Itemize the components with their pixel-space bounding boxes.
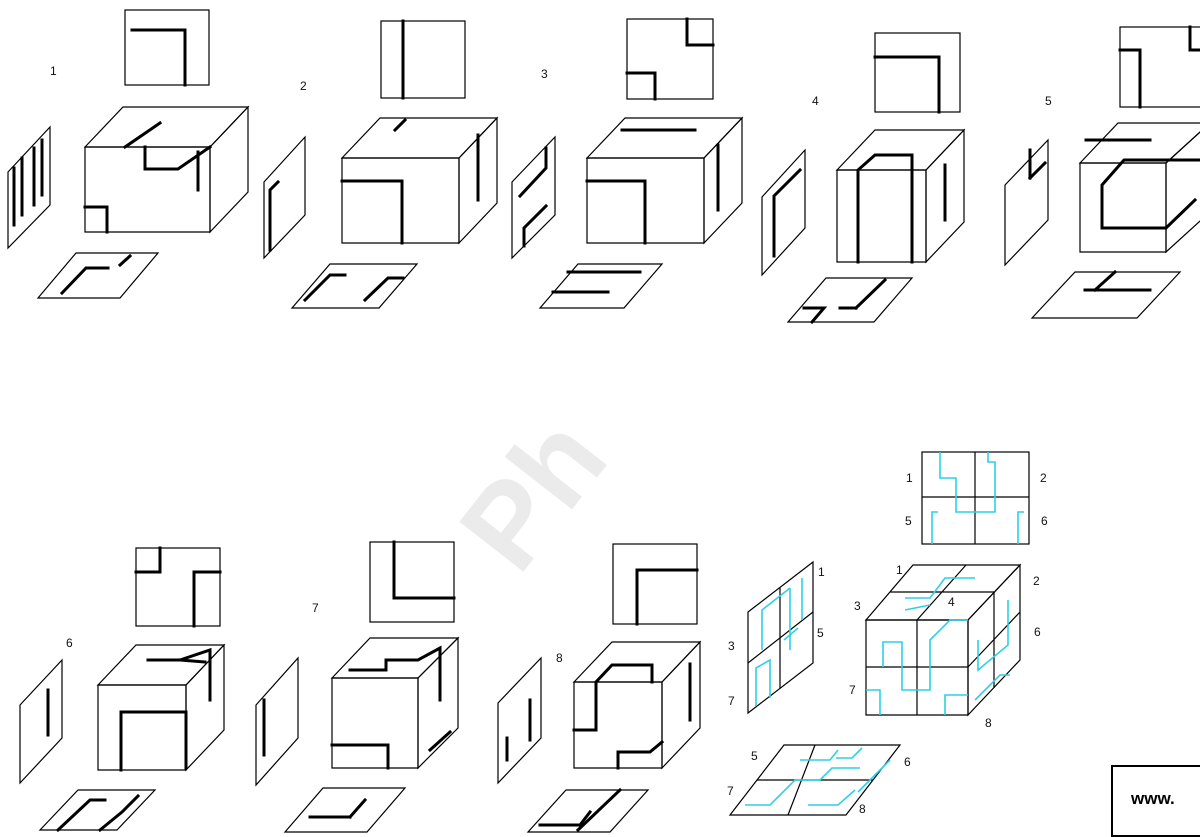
piece-2-bottom-view	[292, 264, 417, 308]
piece-5-top-path-a	[1120, 50, 1140, 107]
piece-5-label: 5	[1045, 94, 1052, 108]
piece-2-cube	[342, 118, 497, 243]
piece-3: 3	[512, 19, 742, 308]
piece-7: 7	[256, 542, 458, 832]
piece-4-bottom-view	[788, 278, 912, 322]
piece-8: 8	[498, 544, 700, 832]
top-label-5: 5	[905, 514, 912, 528]
piece-6-top-path-a	[136, 548, 160, 572]
side-label-7: 7	[728, 694, 735, 708]
top-label-1: 1	[906, 471, 913, 485]
bottom-label-8: 8	[859, 802, 866, 816]
piece-4: 4	[762, 33, 964, 322]
cube-label-4: 4	[948, 595, 955, 609]
piece-4-top-view	[875, 33, 960, 112]
bottom-label-6: 6	[904, 755, 911, 769]
piece-3-top-path-a	[687, 19, 713, 45]
cube-label-2: 2	[1033, 574, 1040, 588]
piece-4-top-path	[875, 57, 939, 112]
cube-label-1: 1	[896, 563, 903, 577]
piece-8-cube	[574, 642, 700, 768]
piece-5-side-view	[1005, 140, 1048, 265]
cube-label-6: 6	[1034, 625, 1041, 639]
website-url-box: www.	[1111, 765, 1200, 837]
piece-1-label: 1	[50, 64, 57, 78]
cube-label-8: 8	[985, 716, 992, 730]
piece-7-bottom-view	[285, 788, 405, 832]
piece-3-cube	[587, 118, 742, 243]
piece-8-bottom-view	[528, 790, 648, 832]
cube-label-3: 3	[854, 599, 861, 613]
top-label-2: 2	[1040, 471, 1047, 485]
piece-2-top-view	[381, 21, 465, 98]
piece-5: 5	[1005, 27, 1200, 318]
piece-5-bottom-view	[1032, 272, 1180, 318]
piece-4-label: 4	[812, 94, 819, 108]
side-label-5: 5	[817, 626, 824, 640]
piece-6-cube	[98, 645, 224, 770]
piece-1-top-view	[125, 10, 209, 85]
piece-8-top-view	[613, 544, 697, 624]
piece-3-top-view	[627, 19, 713, 99]
piece-3-bottom-view	[540, 264, 662, 308]
piece-1: 1	[8, 10, 248, 298]
piece-5-top-view	[1120, 27, 1200, 107]
piece-1-top-path	[132, 30, 185, 85]
piece-4-cube	[837, 130, 964, 262]
piece-1-side-view	[8, 127, 50, 248]
piece-7-label: 7	[312, 601, 319, 615]
piece-8-label: 8	[556, 651, 563, 665]
piece-7-cube	[332, 638, 458, 768]
assembled-cube: 1 2 3 4 6 7 8	[849, 563, 1041, 730]
piece-3-label: 3	[541, 67, 548, 81]
piece-3-side-view	[512, 137, 555, 258]
side-label-1: 1	[818, 565, 825, 579]
piece-7-side-view	[256, 658, 298, 785]
bottom-label-5: 5	[751, 749, 758, 763]
piece-3-top-path-b	[627, 73, 655, 99]
piece-5-cube	[1080, 123, 1200, 252]
bottom-label-7: 7	[727, 784, 734, 798]
piece-6-top-path-b	[194, 572, 220, 626]
piece-6-bottom-view	[40, 790, 155, 830]
assembled-bottom-view: 5 6 7 8	[727, 745, 911, 816]
piece-6-top-view	[136, 548, 220, 626]
piece-6-label: 6	[66, 636, 73, 650]
piece-8-side-view	[498, 658, 541, 783]
piece-7-top-path	[394, 542, 454, 598]
assembled-top-view: 1 2 5 6	[905, 452, 1048, 544]
piece-5-top-path-b	[1190, 27, 1200, 50]
website-url-text: www.	[1131, 789, 1175, 809]
piece-2-label: 2	[300, 79, 307, 93]
piece-2-side-view	[264, 137, 305, 258]
top-label-6: 6	[1041, 514, 1048, 528]
piece-6: 6	[20, 548, 224, 830]
piece-8-top-path	[637, 570, 697, 624]
piece-7-top-view	[370, 542, 454, 622]
watermark-text: Ph	[435, 394, 632, 594]
piece-2: 2	[264, 21, 497, 308]
piece-1-cube	[85, 107, 248, 232]
side-label-3: 3	[728, 639, 735, 653]
piece-1-bottom-view	[38, 253, 158, 298]
cube-label-7: 7	[849, 683, 856, 697]
piece-4-side-view	[762, 150, 805, 275]
piece-6-side-view	[20, 660, 62, 783]
assembled-side-view: 1 3 5 7	[728, 562, 825, 713]
